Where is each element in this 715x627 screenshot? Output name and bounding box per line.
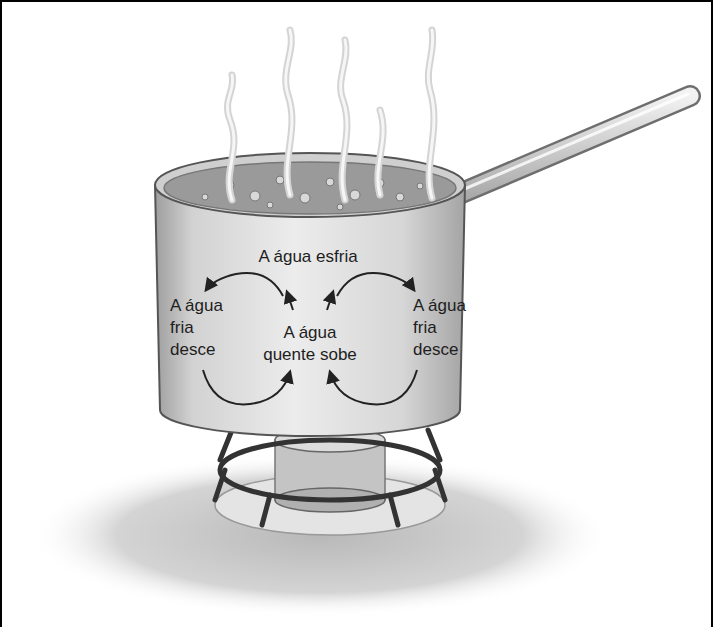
center-label: A água quente sobe	[257, 322, 363, 366]
convection-arrows	[203, 273, 417, 404]
top-label: A água esfria	[258, 246, 357, 268]
left-label: A água fria desce	[170, 295, 230, 361]
right-label: A água fria desce	[413, 295, 473, 361]
gas-burner	[215, 428, 445, 535]
pot	[155, 153, 465, 436]
pot-handle	[450, 94, 690, 198]
steam	[227, 30, 433, 200]
